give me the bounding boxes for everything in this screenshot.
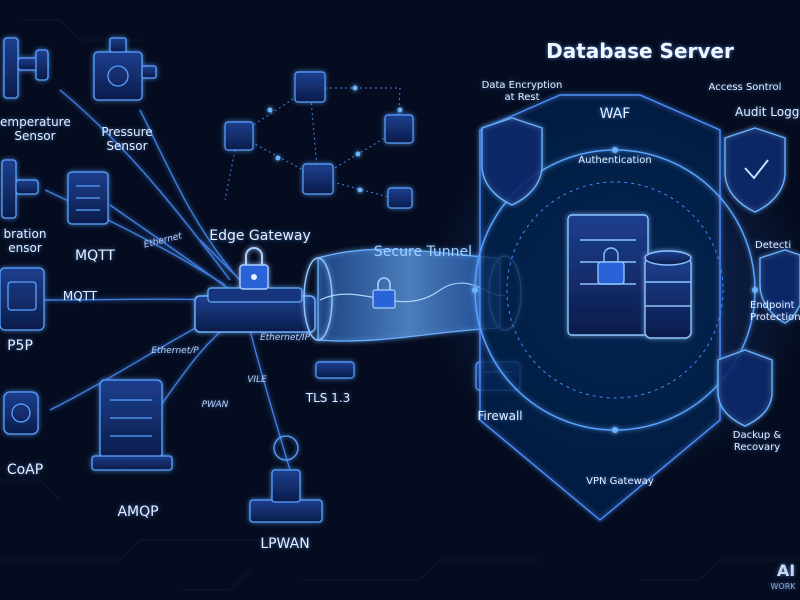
circuit-background (0, 19, 800, 591)
mesh-node-2 (224, 121, 254, 151)
coap-device-label: CoAP (6, 462, 44, 478)
secure-tunnel-label: Secure Tunnel (373, 244, 473, 260)
mqtt-device-label: MQTT (75, 248, 115, 264)
mesh-network (224, 71, 414, 209)
mqtt-link-label: MQTT (62, 289, 98, 303)
ethernet-ip-gateway-label: Ethernet/IP (259, 333, 311, 343)
check-icon (744, 159, 769, 180)
endpoint-shield-icon (759, 249, 800, 324)
lpwan-device-label: LPWAN (260, 536, 310, 552)
lpwan-device-icon (249, 435, 323, 523)
sensor-devices (0, 37, 323, 523)
tls-label: TLS 1.3 (305, 391, 351, 405)
tunnel-padlock-icon (372, 277, 396, 309)
endpoint-protection-label: Endpoint Protection (750, 300, 800, 323)
mesh-node-5 (387, 187, 413, 209)
mqtt-device-icon (67, 171, 109, 225)
temperature-sensor-icon (3, 37, 49, 99)
p5p-device-icon (0, 267, 45, 331)
database-icon (644, 250, 692, 339)
database-server-cluster (430, 94, 800, 521)
backup-recovery-label: Dackup & Recovary (732, 430, 782, 453)
watermark-logo: AI (776, 561, 796, 580)
data-encryption-label: Data Encryption at Rest (481, 80, 563, 103)
detection-label: Detecti (755, 240, 792, 251)
vibration-sensor-icon (1, 159, 39, 219)
waf-label: WAF (599, 106, 631, 122)
p5p-device-label: P5P (7, 338, 33, 354)
amqp-device-label: AMQP (117, 504, 159, 520)
access-shield-icon (724, 127, 786, 213)
database-server-title: Database Server (546, 39, 734, 63)
edge-gateway (194, 247, 316, 333)
mesh-node-4 (302, 163, 334, 195)
access-control-label: Access Sontrol (708, 82, 782, 93)
server-rack-icon (567, 214, 649, 336)
amqp-server-icon (91, 379, 173, 471)
backup-shield-icon (717, 349, 773, 427)
pressure-sensor-label: Pressure Sensor (101, 125, 153, 153)
firewall-label: Firewall (477, 409, 523, 423)
mesh-node-3 (384, 114, 414, 144)
vile-link-label: VILE (247, 375, 267, 385)
temperature-sensor-label: emperature Sensor (0, 115, 71, 143)
security-shields (481, 117, 800, 427)
pressure-sensor-icon (93, 37, 157, 101)
vpn-gateway-label: VPN Gateway (586, 476, 654, 487)
authentication-label: Authentication (578, 155, 652, 166)
pwan-link-label: PWAN (201, 400, 229, 410)
vibration-sensor-label: bration ensor (3, 227, 47, 255)
mesh-node-1 (294, 71, 326, 103)
ethernet-ip-link-label: Ethernet/P (151, 346, 199, 356)
edge-gateway-label: Edge Gateway (209, 228, 311, 244)
audit-logging-label: Audit Loggi (735, 105, 800, 119)
encryption-shield-icon (481, 117, 543, 206)
watermark-subtext: WORK (770, 582, 796, 591)
gateway-padlock-icon (239, 247, 269, 290)
coap-device-icon (3, 391, 39, 435)
tls-router-icon (315, 361, 355, 379)
